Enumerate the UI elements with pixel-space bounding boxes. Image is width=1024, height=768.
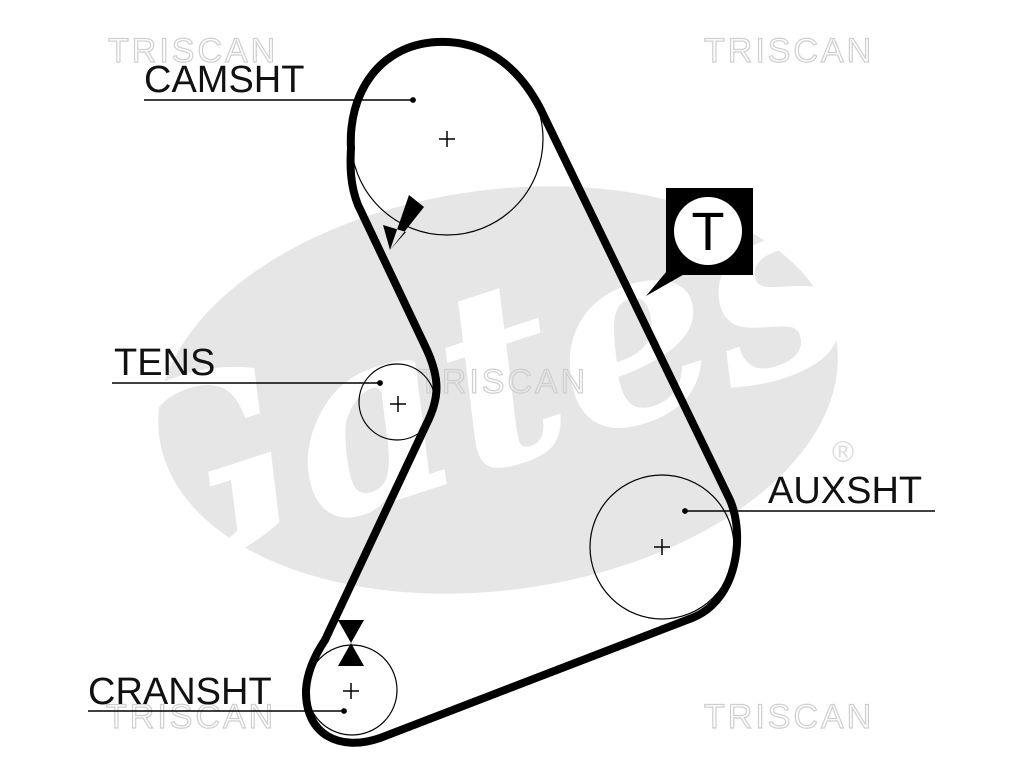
tensioner-center-mark: [390, 396, 406, 412]
watermark-top-right: TRISCAN: [704, 32, 874, 70]
tensioner-leader-dot: [377, 380, 383, 386]
tension-side-badge: T: [646, 188, 753, 296]
labels: CAMSHT TENS AUXSHT CRANSHT: [88, 59, 922, 713]
crankshaft-timing-mark-icon: [338, 620, 364, 666]
camshaft-center-mark: [439, 131, 455, 147]
auxiliary-center-mark: [654, 539, 670, 555]
timing-belt: [301, 37, 742, 747]
tensioner-label: TENS: [114, 342, 215, 384]
camshaft-label: CAMSHT: [144, 59, 304, 101]
crankshaft-leader-dot: [341, 708, 347, 714]
watermarks: TRISCAN TRISCAN TRISCAN TRISCAN TRISCAN: [105, 31, 874, 736]
watermark-bottom-left: TRISCAN: [106, 698, 276, 736]
auxiliary-label: AUXSHT: [768, 470, 922, 512]
crankshaft-center-mark: [343, 683, 359, 699]
camshaft-leader-dot: [410, 97, 416, 103]
timing-marks: [338, 195, 424, 666]
watermark-center: TRISCAN: [418, 363, 588, 401]
badge-pointer: [646, 265, 695, 296]
registered-mark: ®: [832, 436, 854, 469]
watermark-bottom-right: TRISCAN: [704, 698, 874, 736]
badge-letter: T: [692, 202, 725, 262]
watermark-top-left: TRISCAN: [108, 32, 278, 70]
badge-circle: [674, 197, 742, 265]
leader-lines: [88, 97, 935, 714]
logo-ellipse: [158, 186, 838, 594]
center-marks: [343, 131, 670, 699]
crankshaft-label: CRANSHT: [88, 671, 272, 713]
camshaft-timing-mark-icon: [383, 195, 424, 250]
auxiliary-leader-dot: [682, 508, 688, 514]
